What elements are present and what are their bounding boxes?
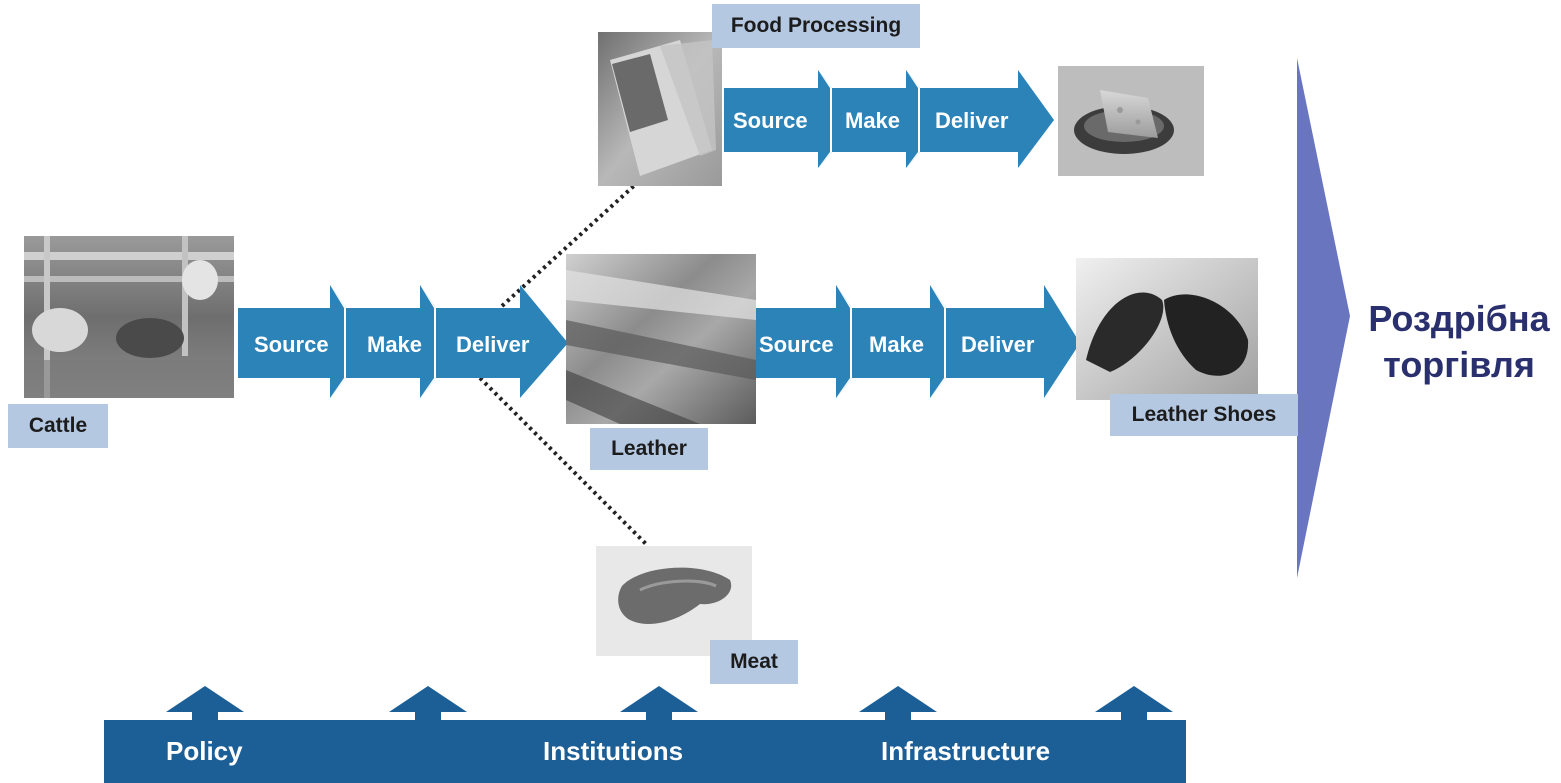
label-cattle: Cattle: [8, 404, 108, 448]
retail-label: Роздрібна торгівля: [1364, 296, 1554, 388]
cattle-deliver-label: Deliver: [456, 332, 530, 357]
chain-food-arrow: [724, 70, 1054, 168]
food-deliver-label: Deliver: [935, 108, 1009, 133]
connector-food-processing: [500, 182, 638, 308]
cattle-source-label: Source: [254, 332, 329, 357]
cheese-photo: [1058, 66, 1204, 176]
foundation-policy: Policy: [166, 736, 243, 766]
retail-line-2: торгівля: [1383, 344, 1535, 385]
connector-meat: [478, 376, 650, 548]
meat-photo: [596, 546, 752, 656]
retail-line-1: Роздрібна: [1368, 298, 1550, 339]
foundation-infrastructure: Infrastructure: [881, 736, 1051, 766]
retail-triangle: [1297, 58, 1350, 578]
leather-deliver-label: Deliver: [961, 332, 1035, 357]
chain-leather-arrow: [756, 285, 1080, 398]
foundation-institutions: Institutions: [543, 736, 684, 766]
foundation-bar: [104, 720, 1186, 783]
food-processing-photo: [598, 32, 722, 186]
foundation-up-arrows: [166, 686, 1173, 722]
leather-source-label: Source: [759, 332, 834, 357]
leather-make-label: Make: [869, 332, 925, 357]
label-leather: Leather: [590, 428, 708, 470]
food-source-label: Source: [733, 108, 808, 133]
food-make-label: Make: [845, 108, 901, 133]
label-meat: Meat: [710, 640, 798, 684]
label-food-processing: Food Processing: [712, 4, 920, 48]
label-leather-shoes: Leather Shoes: [1110, 394, 1298, 436]
cattle-make-label: Make: [367, 332, 423, 357]
cattle-photo: [24, 236, 234, 398]
chain-cattle-arrow: [238, 285, 568, 398]
leather-shoes-photo: [1076, 258, 1258, 400]
leather-photo: [566, 254, 756, 424]
